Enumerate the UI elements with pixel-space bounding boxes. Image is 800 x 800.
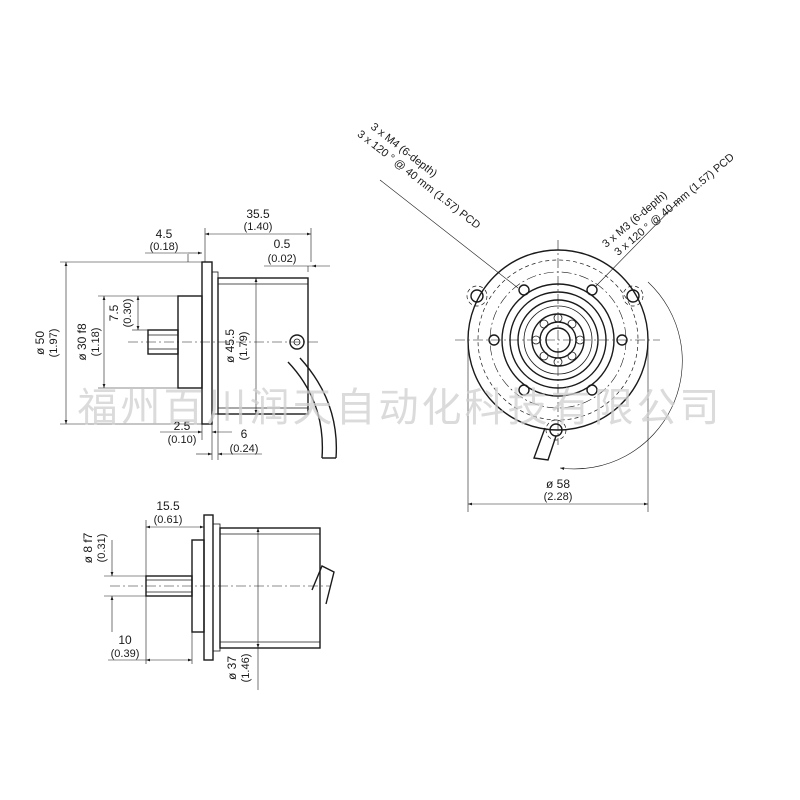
cable-bottom — [311, 565, 335, 605]
dim-spigot-dia-inch: (1.18) — [90, 328, 102, 357]
dim-outer-dia-inch: (2.28) — [544, 491, 573, 503]
cable — [287, 361, 324, 459]
dim-body-dia-bottom: ø 37 — [225, 656, 239, 680]
dim-spigot-dia: ø 30 f8 — [75, 323, 89, 361]
dim-body-dia-inch: (1.79) — [238, 332, 250, 361]
dim-shaft-dia-inch: (0.31) — [96, 534, 108, 563]
dim-spigot-depth-inch: (0.10) — [168, 434, 197, 446]
rotation-arrow — [559, 281, 683, 471]
dim-shaft-offset-inch: (0.30) — [122, 299, 134, 328]
flange-bottom — [203, 514, 214, 661]
dim-shaft-step-inch: (0.39) — [111, 648, 140, 660]
dim-flange-dia-inch: (1.97) — [48, 329, 60, 358]
dim-flange-width-inch: (0.24) — [230, 443, 259, 455]
dim-overall-length: 35.5 — [246, 207, 270, 221]
dim-outer-dia: ø 58 — [546, 477, 570, 491]
side-view-top: 35.5 (1.40) 4.5 (0.18) 0.5 (0.02) ø 50 (… — [33, 207, 338, 460]
dim-spigot-depth: 2.5 — [174, 419, 191, 433]
dim-shaft-length: 15.5 — [156, 499, 180, 513]
dim-body-dia: ø 45.5 — [223, 329, 237, 363]
note-m3-line2: 3 x 120 ° @ 40 mm (1.57) PCD — [612, 151, 737, 258]
dim-shaft-dia: ø 8 f7 — [81, 532, 95, 563]
dim-body-dia-bottom-inch: (1.46) — [240, 654, 252, 683]
cable-front — [533, 427, 557, 461]
front-view: 3 x M4 (6-depth) 3 x 120 ° @ 40 mm (1.57… — [355, 121, 737, 512]
watermark: 福州百川润天自动化科技有限公司 — [78, 386, 723, 430]
dim-flange-width: 6 — [241, 427, 248, 441]
side-view-bottom: 15.5 (0.61) ø 8 f7 (0.31) 10 (0.39) ø 37… — [81, 499, 335, 690]
dim-shaft-step: 10 — [118, 633, 132, 647]
dim-shaft-offset: 7.5 — [107, 304, 121, 321]
dim-shaft-length-inch: (0.61) — [154, 514, 183, 526]
dim-rear-gap-inch: (0.02) — [268, 253, 297, 265]
note-m4-line2: 3 x 120 ° @ 40 mm (1.57) PCD — [355, 128, 483, 231]
dim-overall-length-inch: (1.40) — [244, 221, 273, 233]
dim-rear-gap: 0.5 — [274, 237, 291, 251]
dim-flange-thickness-inch: (0.18) — [150, 241, 179, 253]
encoder-body — [217, 277, 309, 415]
encoder-body-bottom — [219, 527, 321, 649]
dim-flange-thickness: 4.5 — [156, 227, 173, 241]
dim-flange-dia: ø 50 — [33, 331, 47, 355]
